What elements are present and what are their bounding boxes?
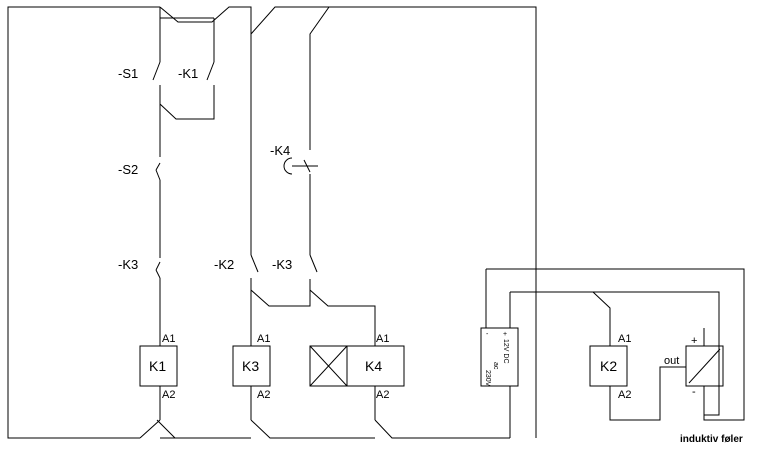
sensor-out-label: out [664,355,679,367]
coil-k3-label: K3 [242,358,259,374]
contact-k3-right-label: -K3 [272,257,292,272]
coil-k1-label: K1 [149,358,166,374]
coil-k1-a2-label: A2 [162,389,175,401]
coil-k4 [309,345,405,420]
coil-k3 [232,345,271,420]
contact-s1-label: -S1 [118,66,138,81]
coil-k4-label: K4 [365,358,382,374]
psu-ac-label: ac [492,362,499,370]
coil-k2 [589,345,628,387]
k1-branch [152,7,215,346]
contact-k3-label: -K3 [118,257,138,272]
coil-k1 [139,345,178,420]
coil-k3-a1-label: A1 [257,333,270,345]
coil-k2-label: K2 [600,358,617,374]
contact-s2-label: -S2 [118,162,138,177]
coil-k3-a2-label: A2 [257,389,270,401]
psu-plus-label: + [503,331,507,338]
coil-k4-a1-label: A1 [376,333,389,345]
psu-minus-label: - [486,331,489,338]
contact-k4-label: -K4 [270,143,290,158]
bottom-return-wire [139,419,510,439]
sensor-minus-label: - [692,386,696,398]
k3-branch [250,254,311,346]
power-supply [480,269,519,438]
sensor-wiring [486,268,745,421]
k4-branch [250,6,376,346]
coil-k2-a1-label: A1 [618,333,631,345]
top-bus-wire [329,6,537,438]
sensor-caption: induktiv føler [680,434,743,445]
left-rail-wire [7,6,160,439]
coil-k2-a2-label: A2 [618,389,631,401]
inductive-sensor [685,328,724,387]
coil-k1-a1-label: A1 [162,333,175,345]
coil-k4-a2-label: A2 [376,389,389,401]
top-link-wire [159,6,252,255]
sensor-plus-label: + [691,335,697,347]
contact-k2-label: -K2 [214,257,234,272]
psu-dc-label: 12V DC [502,339,509,364]
psu-voltage-label: 230V [484,370,491,387]
contact-k1-label: -K1 [178,66,198,81]
